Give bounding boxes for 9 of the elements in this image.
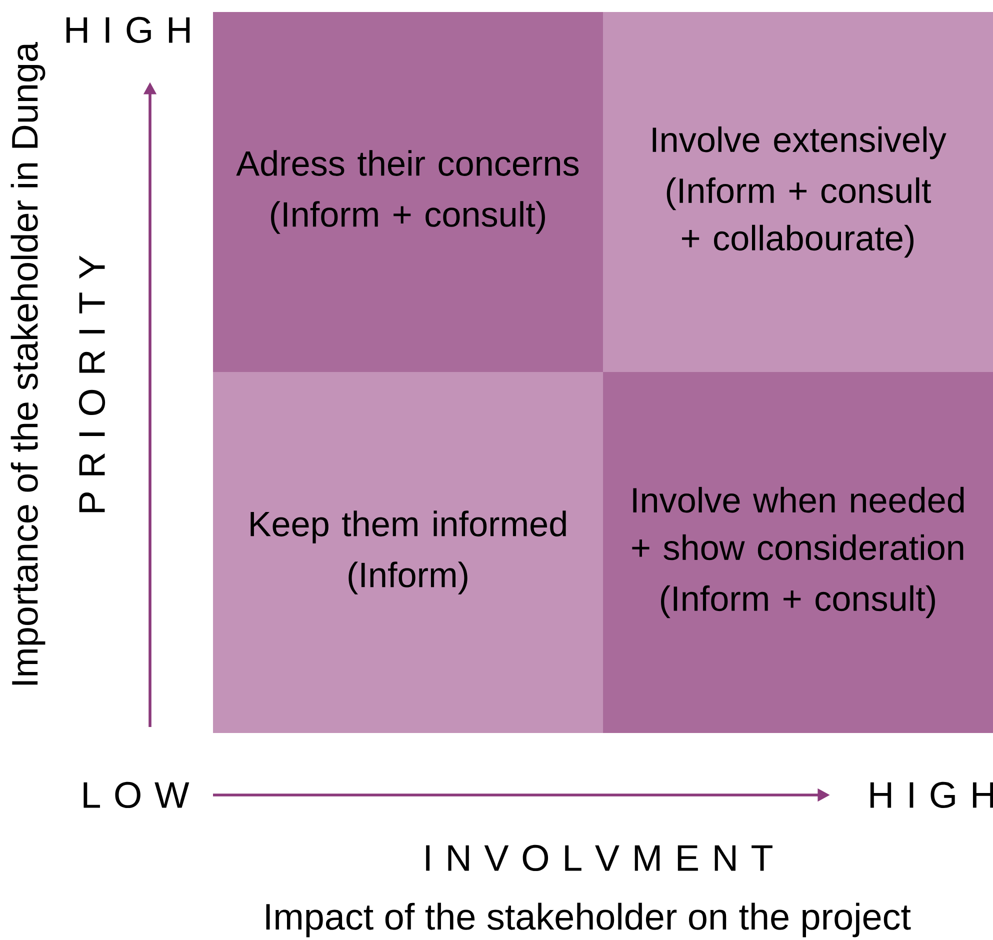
quadrant-box: Involve extensively (Inform + consult + collabourate) bbox=[603, 12, 993, 372]
axis-caption: Impact of the stakeholder on the project bbox=[266, 902, 911, 938]
axis-title: I N V O L V M E N T bbox=[426, 844, 772, 872]
axis-title: P R I O R I T Y bbox=[78, 256, 106, 512]
axis-end-label: L O W bbox=[84, 782, 190, 808]
quadrant-box: Keep them informed (Inform) bbox=[213, 372, 603, 733]
axis-caption: Importance of the stakeholder in Dunga bbox=[10, 42, 46, 685]
quadrant-box: Involve when needed + show consideration (Inform + consult) bbox=[603, 372, 993, 733]
quadrant-box: Adress their concerns (Inform + consult) bbox=[213, 12, 603, 372]
